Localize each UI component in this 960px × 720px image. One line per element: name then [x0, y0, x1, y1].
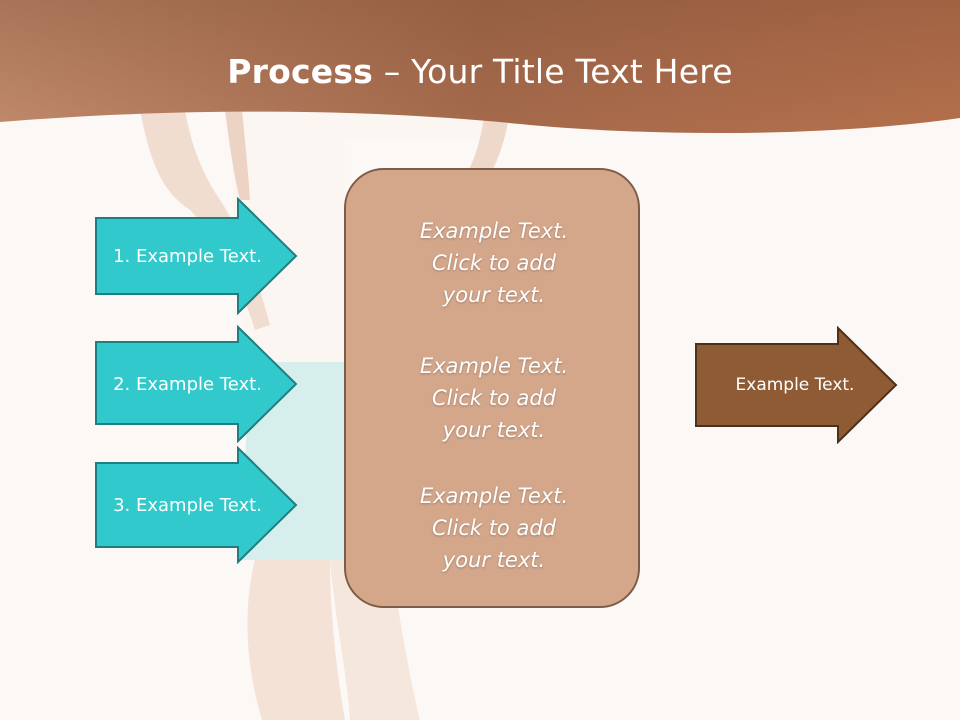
- block-line: Click to add: [431, 516, 556, 540]
- block-line: your text.: [442, 548, 546, 572]
- block-line: Example Text.: [419, 354, 569, 378]
- process-arrow-2[interactable]: 2. Example Text.: [95, 325, 298, 443]
- output-arrow-label: Example Text.: [735, 375, 855, 395]
- arrow-label-1: 1. Example Text.: [113, 245, 262, 267]
- block-line: your text.: [442, 418, 546, 442]
- arrow-shape: [95, 325, 298, 443]
- center-text-block-3: Example Text. Click to add your text.: [346, 480, 642, 576]
- process-arrow-1[interactable]: 1. Example Text.: [95, 197, 298, 315]
- block-line: Example Text.: [419, 219, 569, 243]
- center-text-block-1: Example Text. Click to add your text.: [346, 215, 642, 311]
- arrow-shape: [695, 326, 898, 444]
- output-arrow[interactable]: Example Text.: [695, 326, 898, 444]
- block-line: Click to add: [431, 251, 556, 275]
- arrow-label-3: 3. Example Text.: [113, 494, 262, 516]
- block-line: Example Text.: [419, 484, 569, 508]
- center-text-block-2: Example Text. Click to add your text.: [346, 350, 642, 446]
- header-banner: [0, 0, 960, 134]
- arrow-shape: [95, 197, 298, 315]
- block-line: Click to add: [431, 386, 556, 410]
- process-arrow-3[interactable]: 3. Example Text.: [95, 446, 298, 564]
- title-bold: Process: [227, 52, 374, 91]
- arrow-label-2: 2. Example Text.: [113, 373, 262, 395]
- block-line: your text.: [442, 283, 546, 307]
- slide-title: Process – Your Title Text Here: [0, 52, 960, 91]
- center-text-box[interactable]: Example Text. Click to add your text. Ex…: [344, 168, 640, 608]
- arrow-shape: [95, 446, 298, 564]
- title-rest: – Your Title Text Here: [373, 52, 733, 91]
